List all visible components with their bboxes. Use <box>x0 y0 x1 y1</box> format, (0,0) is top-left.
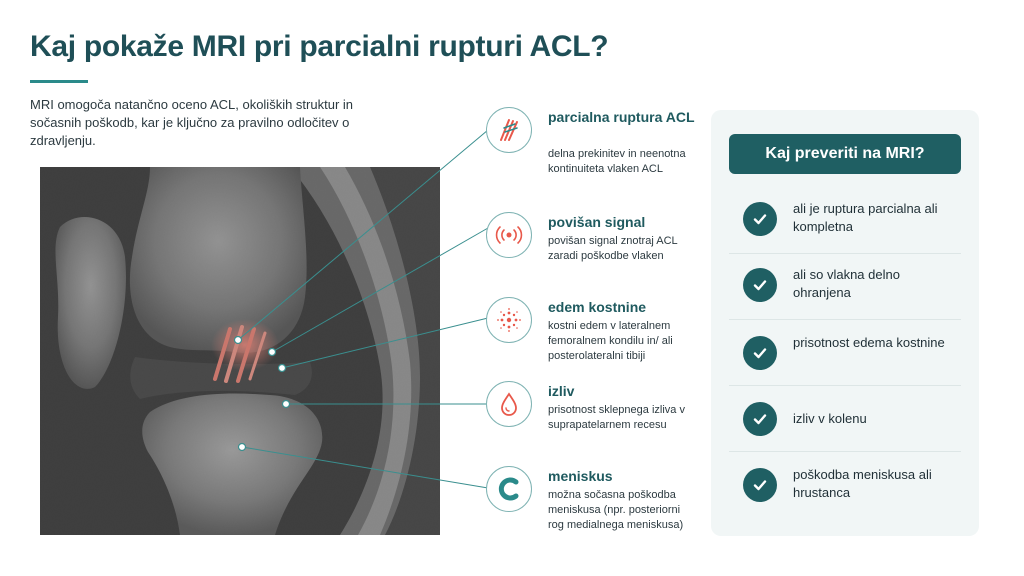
checklist-item-text: prisotnost edema kostnine <box>793 335 945 350</box>
checklist-item-text: poškodba meniskusa ali hrustanca <box>793 467 932 500</box>
feature-description: prisotnost sklepnega izliva v suprapatel… <box>548 404 685 431</box>
feature-title: edem kostnine <box>548 299 647 315</box>
feature-title: povišan signal <box>548 214 646 230</box>
title-underline <box>30 80 88 83</box>
checklist-title: Kaj preveriti na MRI? <box>729 134 961 174</box>
checklist-item-text: ali je ruptura parcialna ali kompletna <box>793 201 938 234</box>
feature-description: povišan signal znotraj ACL zaradi poškod… <box>548 235 678 262</box>
torn-fibers-icon <box>486 107 532 153</box>
check-icon <box>743 468 777 502</box>
feature-title: izliv <box>548 383 575 399</box>
bone-edema-icon <box>486 297 532 343</box>
intro-text: MRI omogoča natančno oceno ACL, okoliški… <box>30 97 354 148</box>
checklist-item: prisotnost edema kostnine <box>729 320 961 386</box>
check-icon <box>743 402 777 436</box>
checklist-item-text: ali so vlakna delno ohranjena <box>793 267 900 300</box>
checklist-panel: Kaj preveriti na MRI? ali je ruptura par… <box>711 110 979 536</box>
signal-waves-icon <box>486 212 532 258</box>
checklist-item: izliv v kolenu <box>729 386 961 452</box>
checklist-item: ali je ruptura parcialna ali kompletna <box>729 188 961 254</box>
check-icon <box>743 336 777 370</box>
checklist-item-text: izliv v kolenu <box>793 411 867 426</box>
feature-description: delna prekinitev in neenotna kontinuitet… <box>548 148 686 175</box>
meniscus-icon <box>486 466 532 512</box>
feature-title: meniskus <box>548 468 613 484</box>
check-icon <box>743 202 777 236</box>
feature-description: možna sočasna poškodba meniskusa (npr. p… <box>548 489 684 531</box>
check-icon <box>743 268 777 302</box>
feature-description: kostni edem v lateralnem femoralnem kond… <box>548 320 673 362</box>
drop-icon <box>486 381 532 427</box>
page-title: Kaj pokaže MRI pri parcialni rupturi ACL… <box>30 30 609 63</box>
checklist-item: ali so vlakna delno ohranjena <box>729 254 961 320</box>
checklist-item: poškodba meniskusa ali hrustanca <box>729 452 961 518</box>
feature-title: parcialna ruptura ACL <box>548 109 695 125</box>
knee-mri-image <box>40 167 440 535</box>
